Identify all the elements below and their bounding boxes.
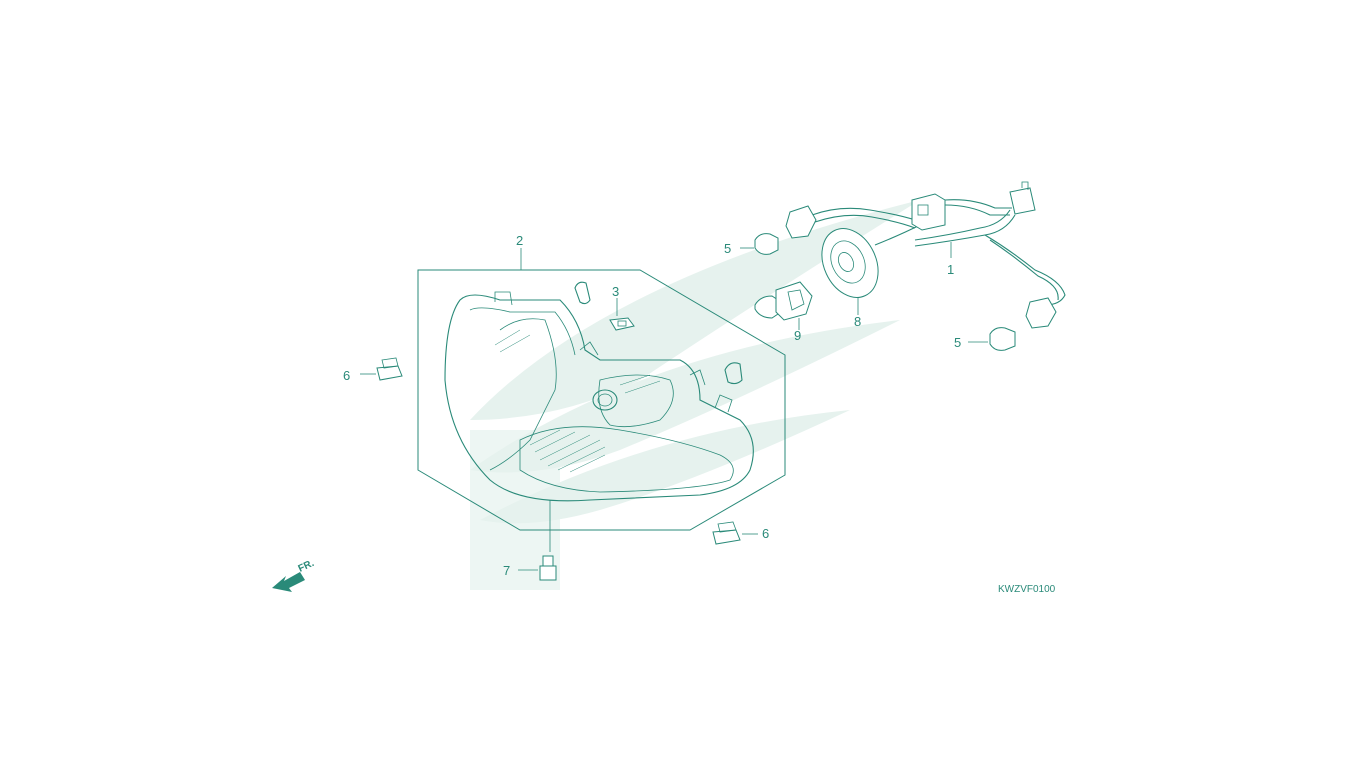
screw-part — [518, 500, 557, 581]
clip-left-part — [360, 357, 403, 381]
clip-right — [724, 362, 743, 385]
bulb-small-right-part — [968, 327, 1016, 351]
front-marker-label: FR. — [297, 558, 316, 575]
bulb-small-top-part — [740, 233, 779, 255]
callout-1: 1 — [947, 262, 954, 277]
watermark-logo — [470, 200, 920, 590]
callout-8: 8 — [854, 314, 861, 329]
callout-7: 7 — [503, 563, 510, 578]
assembly-outline — [417, 269, 786, 531]
callout-9: 9 — [794, 328, 801, 343]
clip-top — [574, 281, 591, 305]
callout-6-bottom: 6 — [762, 526, 769, 541]
callout-6-left: 6 — [343, 368, 350, 383]
drawing-code: KWZVF0100 — [998, 584, 1056, 595]
front-direction-arrow-icon — [272, 572, 305, 592]
clip-bottom-part — [712, 521, 758, 545]
headlight-bulb-part — [754, 281, 813, 330]
wire-harness-part — [785, 181, 1066, 329]
nut-part — [609, 298, 635, 331]
callout-5-right: 5 — [954, 335, 961, 350]
callout-5-top: 5 — [724, 241, 731, 256]
dust-cover-part — [821, 228, 879, 315]
callout-2: 2 — [516, 233, 523, 248]
callout-3: 3 — [612, 284, 619, 299]
headlight-housing — [444, 291, 754, 502]
